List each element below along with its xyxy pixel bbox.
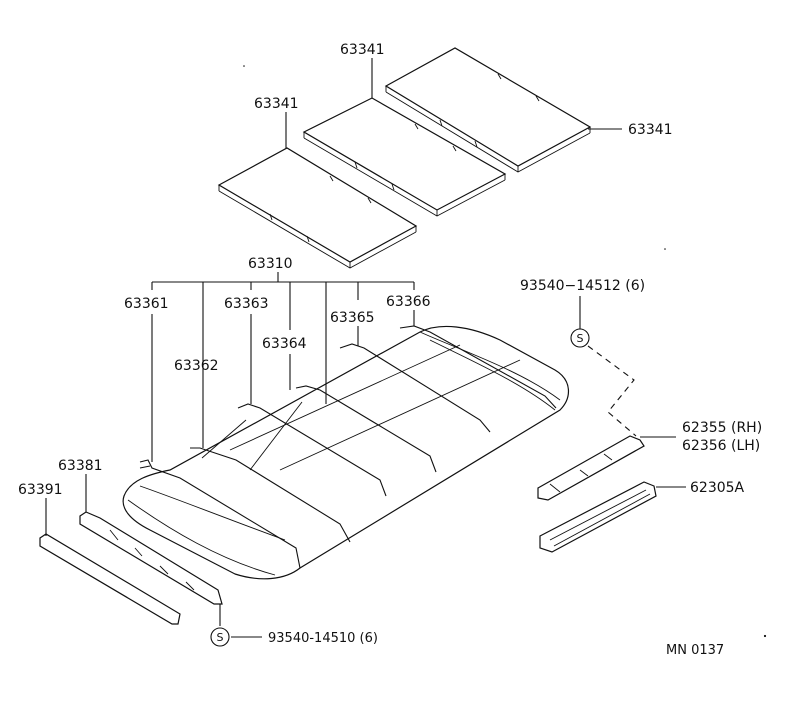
strip-63391 xyxy=(39,498,181,625)
bracket-63381 xyxy=(79,474,223,605)
label-screw-lower: 93540-14510 (6) xyxy=(268,631,378,646)
label-bow-6: 63366 xyxy=(386,294,431,310)
screw-symbol-lower: S xyxy=(210,627,230,647)
label-rail-lh: 62356 (LH) xyxy=(682,438,760,454)
label-panel-top-left: 63341 xyxy=(254,96,299,112)
label-bracket: 63381 xyxy=(58,458,103,474)
leader-63310 xyxy=(151,272,415,448)
svg-text:S: S xyxy=(577,332,584,345)
roof-panel-left xyxy=(217,147,418,269)
weatherstrip-62305a xyxy=(539,481,686,553)
label-strip: 63391 xyxy=(18,482,63,498)
svg-text:S: S xyxy=(217,631,224,644)
screw-symbol-upper: S xyxy=(570,328,590,348)
label-screw-upper: 93540−14512 (6) xyxy=(520,278,645,294)
roof-panel-center xyxy=(302,97,507,217)
label-rail-rh: 62355 (RH) xyxy=(682,420,762,436)
dashed-leader-screw-upper xyxy=(587,345,637,437)
label-bow-2: 63362 xyxy=(174,358,219,374)
label-panel-top-center: 63341 xyxy=(340,42,385,58)
label-panel-right: 63341 xyxy=(628,122,673,138)
label-bow-1: 63361 xyxy=(124,296,169,312)
label-bow-3: 63363 xyxy=(224,296,269,312)
label-bow-4: 63364 xyxy=(262,336,307,352)
roof-bows xyxy=(139,325,557,569)
label-weatherstrip: 62305A xyxy=(690,480,745,496)
label-roof-assembly: 63310 xyxy=(248,256,293,272)
roof-panel-right xyxy=(384,47,592,173)
label-bow-5: 63365 xyxy=(330,310,375,326)
roof-cover xyxy=(122,325,569,580)
drawing-code: MN 0137 xyxy=(666,643,724,658)
rail-62355-62356 xyxy=(537,435,676,501)
